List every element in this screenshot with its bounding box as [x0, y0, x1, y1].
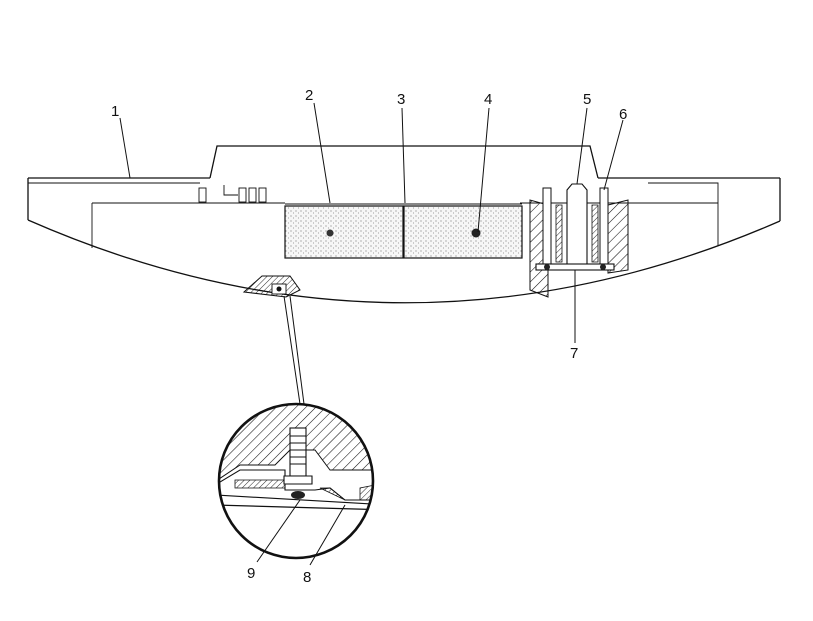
callout-labels: 1 2 3 4 5 6 7 8 9 — [111, 87, 627, 586]
mounting-bracket-section — [529, 183, 629, 298]
lens-screw-right — [471, 228, 481, 238]
callout-9: 9 — [247, 565, 255, 582]
callout-3: 3 — [397, 91, 405, 108]
callout-8: 8 — [303, 569, 311, 586]
callout-6: 6 — [619, 106, 627, 123]
lens-screw-left — [326, 229, 334, 237]
callout-2: 2 — [305, 87, 313, 104]
lower-screw-detail-origin — [242, 275, 301, 298]
top-studs — [198, 185, 267, 203]
callout-1: 1 — [111, 103, 119, 120]
leader-lines — [119, 102, 624, 566]
lens-panel-left — [284, 205, 404, 259]
callout-4: 4 — [484, 91, 492, 108]
lens-panel-right — [403, 205, 523, 259]
callout-5: 5 — [583, 91, 591, 108]
callout-7: 7 — [570, 345, 578, 362]
lamp-housing — [27, 145, 781, 304]
enlarged-detail-circle — [217, 402, 375, 560]
